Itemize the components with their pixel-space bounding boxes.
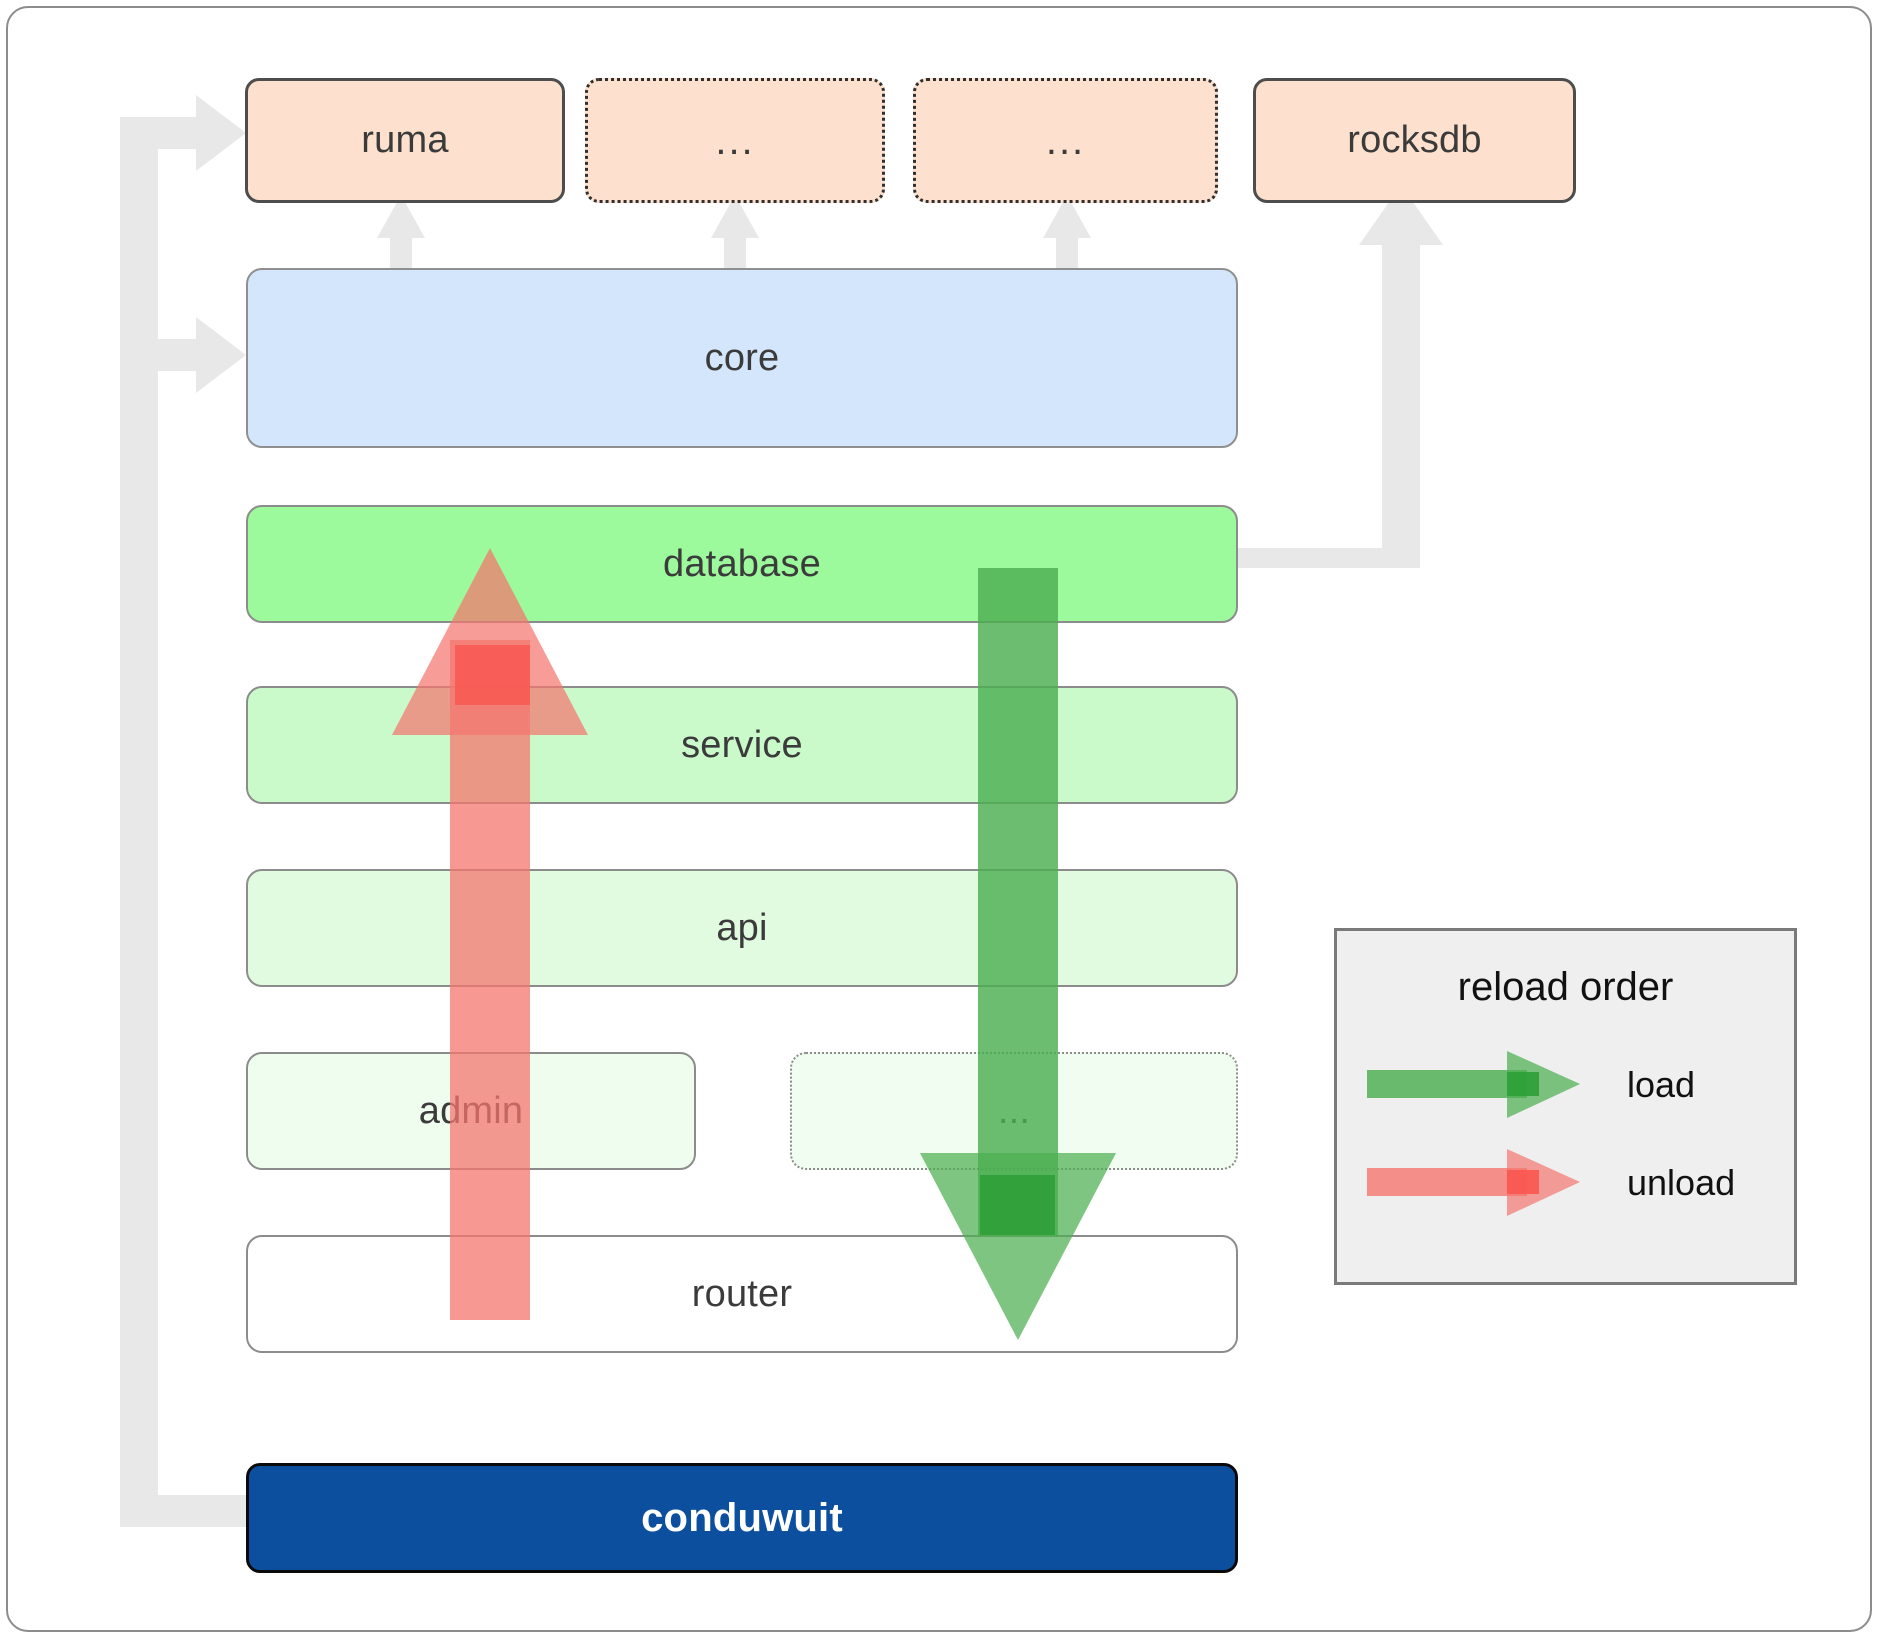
external-crate-rocksdb-label: rocksdb [1347, 119, 1482, 161]
external-crate-rocksdb[interactable]: rocksdb [1253, 78, 1576, 203]
legend-unload-arrow-icon [1367, 1149, 1580, 1216]
layer-admin-label: admin [418, 1089, 524, 1132]
external-crate-ext2[interactable]: ... [913, 78, 1218, 203]
legend-label-load: load [1627, 1064, 1696, 1105]
legend-label-unload: unload [1627, 1162, 1736, 1203]
binary-conduwuit-label: conduwuit [641, 1495, 843, 1540]
external-crate-ext2-label: ... [1045, 118, 1086, 163]
layer-core[interactable]: core [246, 268, 1238, 448]
legend-load-arrow-icon [1367, 1051, 1580, 1118]
binary-conduwuit[interactable]: conduwuit [246, 1463, 1238, 1573]
layer-database[interactable]: database [246, 505, 1238, 623]
layer-admin[interactable]: admin [246, 1052, 696, 1170]
layer-service[interactable]: service [246, 686, 1238, 804]
layer-placeholder[interactable]: ... [790, 1052, 1238, 1170]
layer-service-label: service [681, 723, 803, 766]
layer-placeholder-label: ... [997, 1089, 1031, 1132]
legend-reload-order: reload order load unload [1334, 928, 1797, 1285]
external-crate-ext1[interactable]: ... [585, 78, 885, 203]
external-crate-ruma-label: ruma [361, 119, 449, 161]
layer-database-label: database [663, 542, 821, 585]
layer-api-label: api [716, 906, 768, 949]
layer-router[interactable]: router [246, 1235, 1238, 1353]
legend-arrows [1367, 1051, 1580, 1216]
layer-core-label: core [704, 336, 780, 379]
layer-router-label: router [691, 1272, 793, 1315]
legend-title: reload order [1457, 965, 1674, 1009]
layer-api[interactable]: api [246, 869, 1238, 987]
external-crate-ruma[interactable]: ruma [245, 78, 565, 203]
external-crate-ext1-label: ... [715, 118, 755, 163]
